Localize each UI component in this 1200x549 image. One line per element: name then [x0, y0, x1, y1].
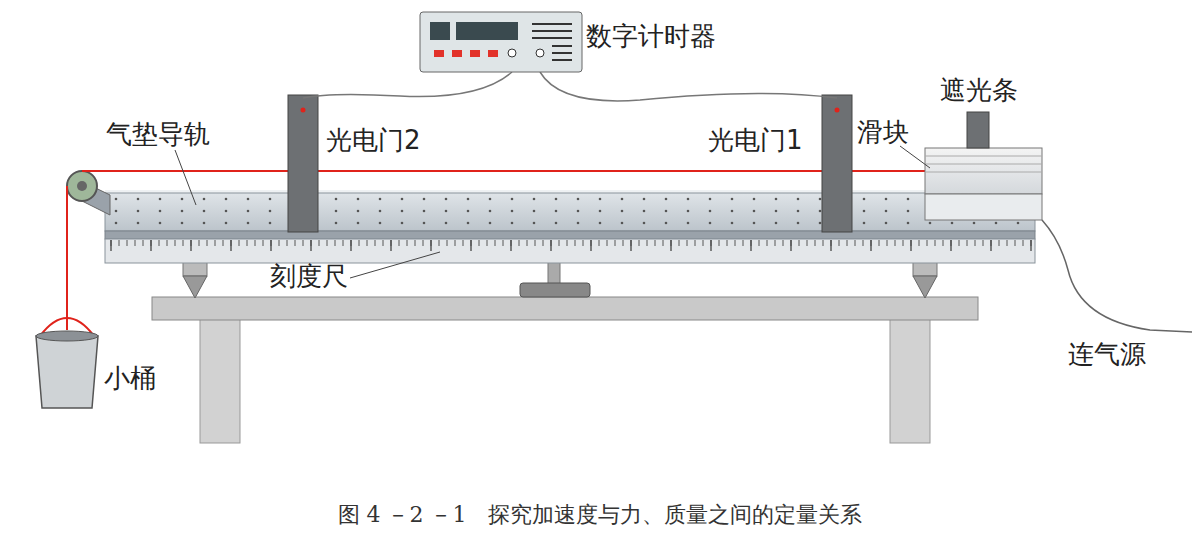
shade-bar-label: 遮光条 [940, 76, 1018, 106]
figure-caption: 图 4 －2 －1 探究加速度与力、质量之间的定量关系 [338, 500, 863, 530]
bucket-label: 小桶 [104, 364, 156, 394]
air-track-label: 气垫导轨 [106, 120, 210, 150]
photogate-label: 光电门2 [326, 126, 421, 156]
slider-label: 滑块 [857, 118, 909, 148]
scale-label: 刻度尺 [270, 262, 348, 292]
air-source-label: 连气源 [1068, 340, 1146, 370]
photogate-label: 光电门1 [708, 126, 803, 156]
timer-label: 数字计时器 [586, 22, 716, 52]
